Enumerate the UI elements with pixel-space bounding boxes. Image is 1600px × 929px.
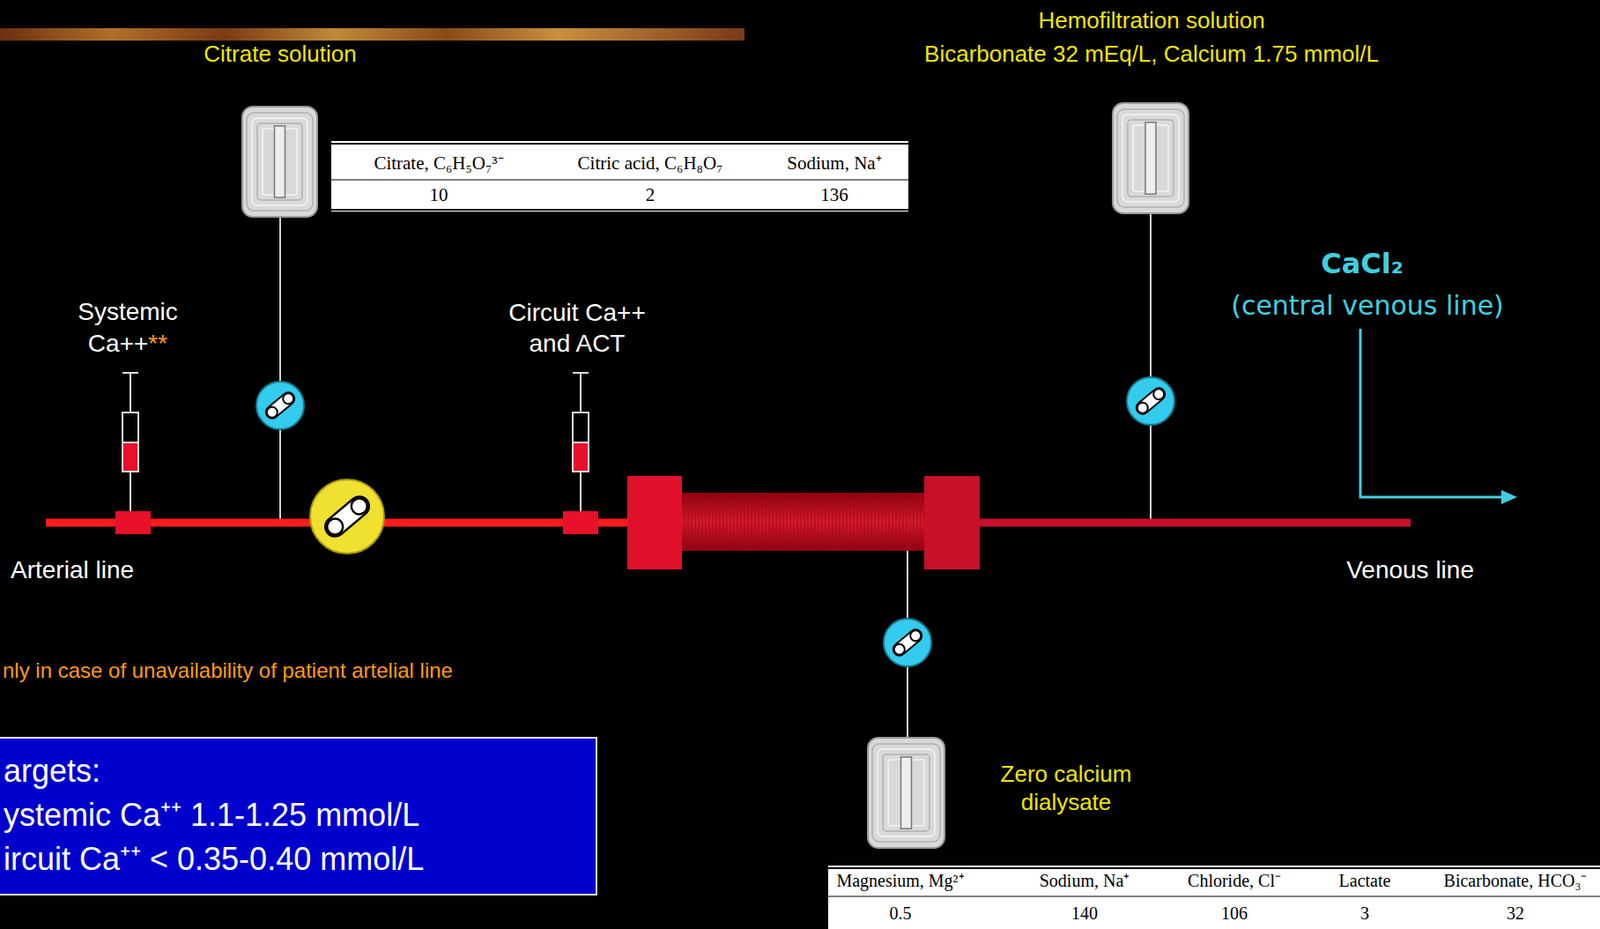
infusion-note: (central venous line) xyxy=(1230,288,1504,323)
infusion-pump xyxy=(256,381,304,430)
line-label: Arterial line xyxy=(10,554,134,586)
bag-detail xyxy=(877,748,935,837)
table-header: Sodium, Na⁺ xyxy=(1039,869,1131,892)
table-header: Citric acid, C₆H₈O₇ xyxy=(577,151,724,175)
solution-bag: Zero calcium dialysate xyxy=(866,736,946,849)
table-header: Chloride, Cl⁻ xyxy=(1187,869,1282,892)
bag-detail xyxy=(246,112,313,211)
table-header: Lactate xyxy=(1339,869,1392,892)
target-text: ircuit Ca⁺⁺ < 0.35-0.40 mmol/L xyxy=(3,837,424,882)
venous-blood-line xyxy=(977,518,1411,527)
bag-slot xyxy=(1145,122,1156,194)
table-header: Citrate, C₆H₅O₇³⁻ xyxy=(373,151,504,175)
table-cell: 10 xyxy=(429,183,449,207)
table-cell: 3 xyxy=(1360,902,1370,925)
infusion-pump xyxy=(1126,377,1175,425)
bag-heading: Zero calcium dialysate xyxy=(982,759,1150,817)
table-header: Magnesium, Mg²⁺ xyxy=(836,869,964,892)
table-cell: 0.5 xyxy=(889,902,912,925)
decorative-bar xyxy=(0,28,745,41)
sampling-syringe xyxy=(562,372,599,534)
solution-bag: Citrate solution xyxy=(241,105,319,218)
target-text: argets: xyxy=(3,748,101,793)
bag-outline xyxy=(241,105,319,218)
table-cell: 106 xyxy=(1221,902,1248,925)
calcium-infusion-arrow xyxy=(1360,328,1518,504)
bag-body xyxy=(1112,103,1189,214)
bag-outline xyxy=(866,736,946,849)
table-cell: 2 xyxy=(645,183,656,207)
dialysate-table xyxy=(828,865,1600,929)
bag-slot xyxy=(901,756,912,829)
solution-bag: Hemofiltration solutionBicarbonate 32 mE… xyxy=(1111,102,1190,215)
table-header: Sodium, Na⁺ xyxy=(786,151,882,175)
table-header: Bicarbonate, HCO₃⁻ xyxy=(1444,869,1588,892)
callout-group: Systemic Ca++** xyxy=(66,296,190,361)
blood-pump xyxy=(310,479,385,554)
bag-outline xyxy=(1111,102,1190,215)
infusion-label: CaCl₂ xyxy=(1320,245,1404,282)
filter-body xyxy=(681,492,925,551)
bag-detail xyxy=(1127,119,1174,197)
infusion-pump xyxy=(883,618,932,667)
table-cell: 32 xyxy=(1506,902,1525,925)
bag-body xyxy=(867,737,945,848)
bag-heading: Bicarbonate 32 mEq/L, Calcium 1.75 mmol/… xyxy=(924,39,1379,69)
filter-cap xyxy=(627,475,682,570)
bag-body xyxy=(242,106,318,217)
footnote-mark: ** xyxy=(148,329,168,357)
citrate-feed-line xyxy=(279,217,282,520)
sampling-syringe xyxy=(115,372,151,534)
replacement-feed-line xyxy=(1149,214,1152,520)
target-text: ystemic Ca⁺⁺ 1.1-1.25 mmol/L xyxy=(3,792,420,838)
citrate-table xyxy=(331,140,909,212)
bag-detail xyxy=(1122,114,1179,202)
filter-cap xyxy=(924,475,980,570)
bag-detail xyxy=(251,118,308,206)
bag-detail xyxy=(1117,109,1185,208)
bag-heading: Citrate solution xyxy=(203,39,356,69)
bag-detail xyxy=(257,123,303,200)
bag-detail xyxy=(872,743,941,842)
sample-label: Circuit Ca++ and ACT xyxy=(498,296,656,359)
table-cell: 140 xyxy=(1071,902,1098,925)
filter-fibres xyxy=(681,492,925,551)
table-cell: 136 xyxy=(820,183,849,207)
bag-heading: Hemofiltration solution xyxy=(1037,6,1265,36)
line-label: Venous line xyxy=(1346,554,1475,586)
bag-slot xyxy=(274,125,286,198)
footnote: nly in case of unavailability of patient… xyxy=(2,657,453,684)
targets-box: argets:ystemic Ca⁺⁺ 1.1-1.25 mmol/Lircui… xyxy=(0,736,598,896)
bag-detail xyxy=(882,754,930,831)
